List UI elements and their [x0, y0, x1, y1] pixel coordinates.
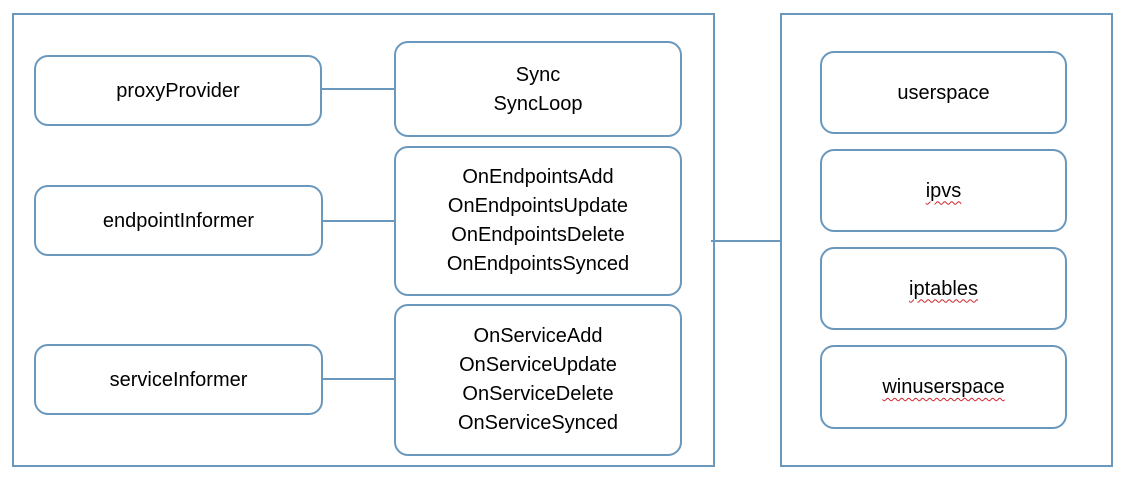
handler-line: OnEndpointsSynced — [446, 253, 630, 275]
handler-line: OnEndpointsDelete — [451, 224, 625, 246]
handler-line: OnServiceUpdate — [459, 354, 617, 376]
handler-line: OnEndpointsAdd — [462, 166, 614, 188]
connector-serviceinformer-handlers — [321, 378, 396, 380]
handler-line: OnServiceAdd — [473, 325, 603, 347]
userspace-mode-box: userspace — [820, 51, 1067, 134]
proxy-provider-label: proxyProvider — [116, 79, 240, 102]
handler-line: OnServiceSynced — [457, 412, 619, 434]
userspace-label: userspace — [897, 81, 990, 104]
iptables-mode-box: iptables — [820, 247, 1067, 330]
connector-proxyprovider-sync — [320, 88, 396, 90]
endpoint-handlers-box: OnEndpointsAdd OnEndpointsUpdate OnEndpo… — [394, 146, 682, 296]
iptables-label: iptables — [909, 277, 978, 300]
handler-line: OnEndpointsUpdate — [447, 195, 629, 217]
handler-line: OnServiceDelete — [462, 383, 614, 405]
proxy-provider-box: proxyProvider — [34, 55, 322, 126]
endpoint-informer-label: endpointInformer — [102, 209, 255, 232]
sync-handlers-box: Sync SyncLoop — [394, 41, 682, 137]
endpoint-informer-box: endpointInformer — [34, 185, 323, 256]
winuserspace-mode-box: winuserspace — [820, 345, 1067, 429]
ipvs-mode-box: ipvs — [820, 149, 1067, 232]
service-informer-box: serviceInformer — [34, 344, 323, 415]
service-handlers-box: OnServiceAdd OnServiceUpdate OnServiceDe… — [394, 304, 682, 456]
ipvs-label: ipvs — [925, 179, 962, 202]
handler-line: Sync — [515, 63, 561, 86]
winuserspace-label: winuserspace — [882, 376, 1005, 398]
connector-endpointinformer-handlers — [321, 220, 396, 222]
handler-line: SyncLoop — [493, 92, 583, 115]
connector-left-right-panels — [711, 240, 782, 242]
service-informer-label: serviceInformer — [109, 368, 248, 391]
